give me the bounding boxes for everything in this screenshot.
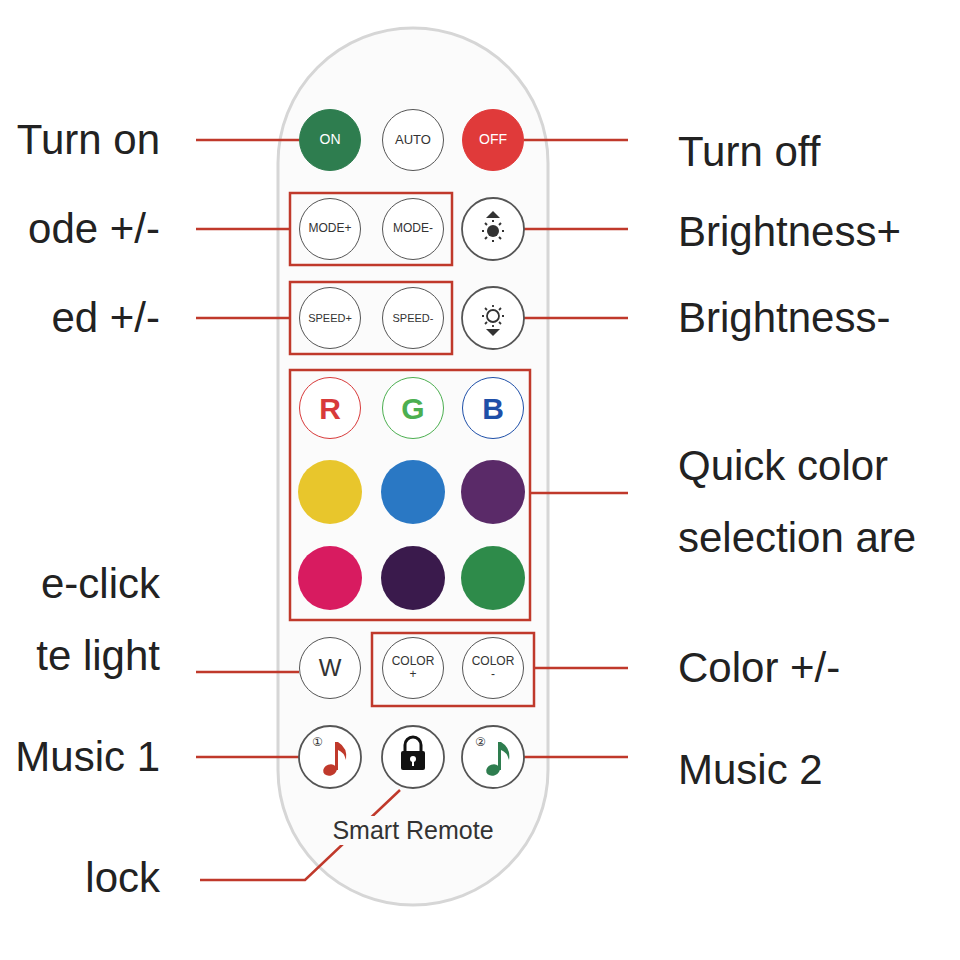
color-down-button: COLOR - [462, 637, 524, 699]
on-button: ON [299, 109, 361, 171]
button-label: COLOR - [471, 655, 515, 681]
callout-label: ed +/- [51, 282, 160, 354]
brand-text: Smart Remote [329, 816, 496, 845]
button-label: MODE+ [308, 222, 351, 235]
brightness-down-button [462, 287, 524, 349]
button-label: MODE- [393, 222, 433, 235]
lock-button [382, 726, 444, 788]
button-label: COLOR + [391, 655, 435, 681]
button-label: B [482, 392, 504, 425]
button-label: ① [312, 736, 323, 749]
music-1-button: ① [299, 726, 361, 788]
remote-body [278, 28, 548, 905]
color-swatch-buttons [298, 460, 525, 610]
speed-up-button: SPEED+ [299, 287, 361, 349]
callout-label: Brightness+ [678, 196, 901, 268]
callout-label: Music 1 [15, 721, 160, 793]
button-label: AUTO [395, 133, 431, 147]
auto-button: AUTO [382, 109, 444, 171]
button-label: R [319, 392, 341, 425]
button-label: SPEED- [393, 312, 434, 324]
leader-lines [196, 140, 628, 880]
callout-label: Turn off [678, 116, 820, 188]
callout-label: Brightness- [678, 282, 890, 354]
callout-label: Color +/- [678, 632, 840, 704]
red-button: R [299, 377, 361, 439]
color-up-button: COLOR + [382, 637, 444, 699]
button-label: SPEED+ [308, 312, 352, 324]
button-label: ON [320, 132, 341, 147]
remote-housing: Smart Remote ON AUTO OFF MODE+ MODE- SPEED+ SPE… [278, 28, 548, 905]
button-label: W [319, 655, 342, 681]
callout-label: Turn on [17, 104, 160, 176]
button-label: ② [475, 736, 486, 749]
music-2-button: ② [462, 726, 524, 788]
music-buttons [299, 726, 524, 788]
callout-label: e-click te light [10, 548, 160, 692]
mode-down-button: MODE- [382, 198, 444, 260]
button-label: OFF [479, 132, 507, 147]
group-brackets [290, 193, 534, 706]
speed-down-button: SPEED- [382, 287, 444, 349]
button-label: G [401, 392, 424, 425]
white-button: W [299, 637, 361, 699]
off-button: OFF [462, 109, 524, 171]
blue-button: B [462, 377, 524, 439]
callout-label: Quick color selection are [678, 430, 940, 574]
brightness-up-button [462, 198, 524, 260]
mode-up-button: MODE+ [299, 198, 361, 260]
callout-label: lock [85, 842, 160, 914]
callout-label: Music 2 [678, 734, 823, 806]
green-button: G [382, 377, 444, 439]
callout-label: ode +/- [28, 193, 160, 265]
